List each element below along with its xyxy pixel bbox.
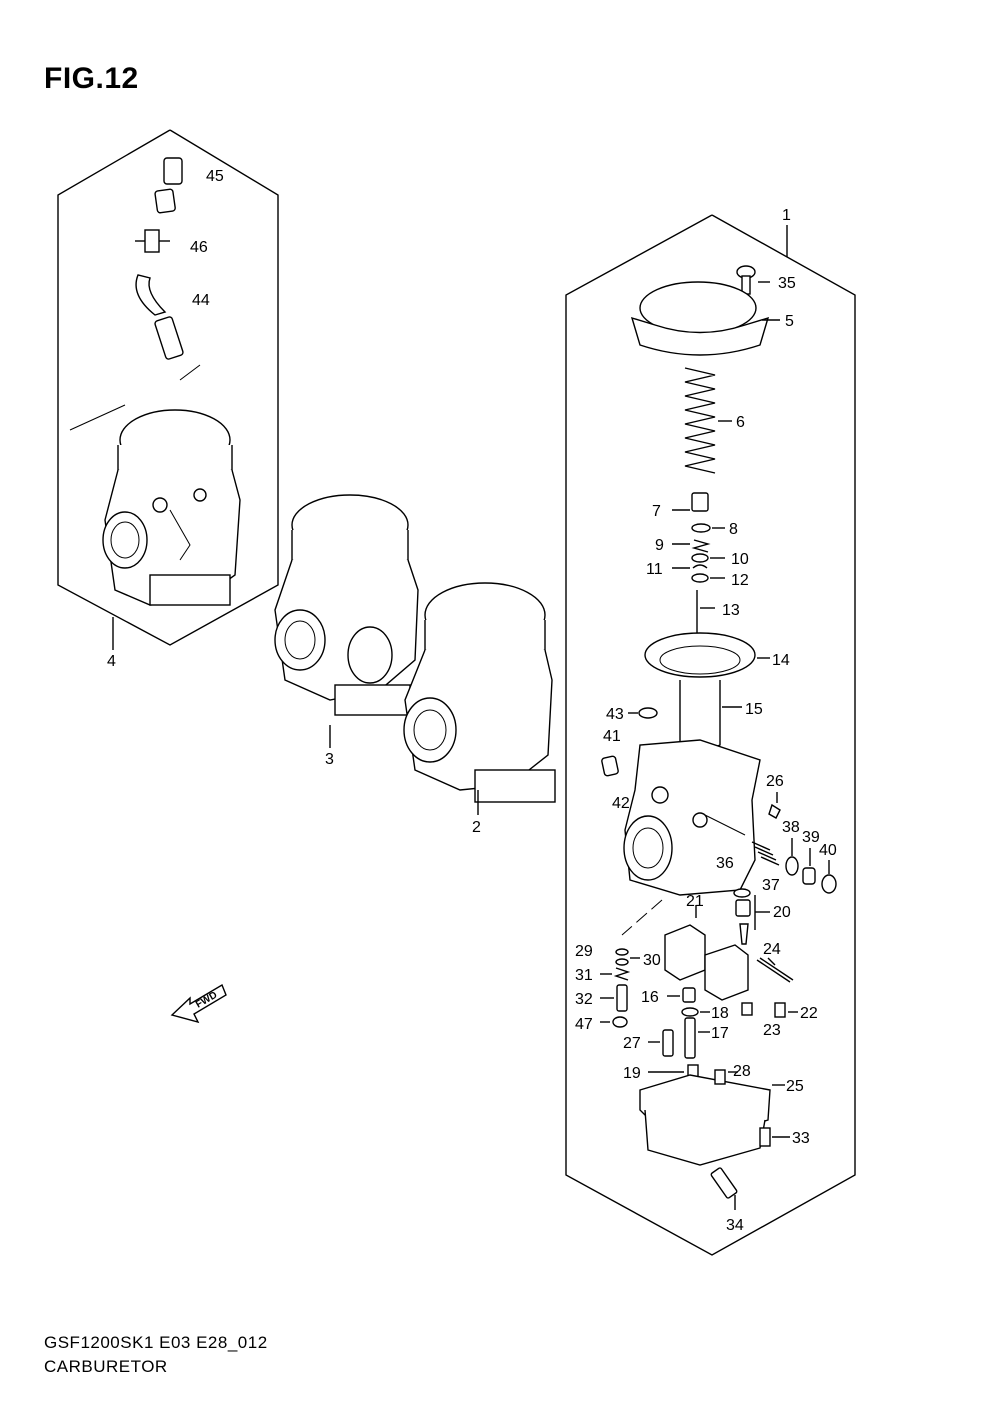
callout-26: 26 xyxy=(766,773,784,790)
float-lower-parts xyxy=(621,888,794,1001)
fwd-label: FWD xyxy=(194,990,219,1011)
callout-9: 9 xyxy=(655,537,664,554)
callout-24: 24 xyxy=(763,941,781,958)
callout-5: 5 xyxy=(785,313,794,330)
cap-41 xyxy=(601,755,619,777)
joint-46 xyxy=(135,229,170,253)
screw-35 xyxy=(736,265,770,295)
callout-35: 35 xyxy=(778,275,796,292)
callout-21: 21 xyxy=(686,893,704,910)
callout-44: 44 xyxy=(192,292,210,309)
callout-40: 40 xyxy=(819,842,837,859)
callout-47: 47 xyxy=(575,1016,593,1033)
callout-6: 6 xyxy=(736,414,745,431)
carburetor-assembly-4 xyxy=(69,364,241,606)
fitting-45 xyxy=(154,157,183,214)
hose-44 xyxy=(135,274,184,360)
callout-13: 13 xyxy=(722,602,740,619)
figure-name: CARBURETOR xyxy=(44,1357,168,1376)
figure-code: GSF1200SK1 E03 E28_012 xyxy=(44,1333,268,1352)
piston-valve-15 xyxy=(679,680,742,751)
callout-19: 19 xyxy=(623,1065,641,1082)
group-1-outline xyxy=(565,214,856,1256)
callout-28: 28 xyxy=(733,1063,751,1080)
washers-8-12 xyxy=(672,523,725,583)
callout-32: 32 xyxy=(575,991,593,1008)
callout-16: 16 xyxy=(641,989,659,1006)
bolts-22-23 xyxy=(741,1002,798,1018)
callout-18: 18 xyxy=(711,1005,729,1022)
callout-34: 34 xyxy=(726,1217,744,1234)
jets-16-19 xyxy=(648,987,710,1078)
needle-holder-7 xyxy=(672,492,709,512)
callout-39: 39 xyxy=(802,829,820,846)
callout-15: 15 xyxy=(745,701,763,718)
callout-10: 10 xyxy=(731,551,749,568)
callout-11: 11 xyxy=(646,561,663,578)
carburetor-3 xyxy=(274,494,419,748)
callout-22: 22 xyxy=(800,1005,818,1022)
callout-38: 38 xyxy=(782,819,800,836)
callout-3: 3 xyxy=(325,751,334,768)
figure-title: FIG.12 xyxy=(44,62,139,95)
callout-20: 20 xyxy=(773,904,791,921)
drain-screw-34 xyxy=(710,1167,738,1210)
screw-33 xyxy=(759,1127,790,1147)
callout-46: 46 xyxy=(190,239,208,256)
spring-6 xyxy=(684,367,732,474)
callout-36: 36 xyxy=(716,855,734,872)
callout-1: 1 xyxy=(782,207,791,224)
callout-33: 33 xyxy=(792,1130,810,1147)
fwd-arrow-icon: FWD xyxy=(170,983,227,1024)
group-4-outline xyxy=(57,129,279,650)
callout-42: 42 xyxy=(612,795,630,812)
callout-8: 8 xyxy=(729,521,738,538)
callout-17: 17 xyxy=(711,1025,729,1042)
callout-25: 25 xyxy=(786,1078,804,1095)
o-ring-43 xyxy=(628,707,658,719)
parts-26-40 xyxy=(751,792,837,894)
callout-45: 45 xyxy=(206,168,224,185)
callout-30: 30 xyxy=(643,952,661,969)
callout-labels: 45 46 44 4 3 2 1 35 5 6 7 8 9 10 11 12 1… xyxy=(107,168,837,1234)
callout-4: 4 xyxy=(107,653,116,670)
diaphragm-14 xyxy=(644,632,770,678)
callout-31: 31 xyxy=(575,967,593,984)
callout-27: 27 xyxy=(623,1035,641,1052)
callout-12: 12 xyxy=(731,572,749,589)
small-parts-left xyxy=(600,948,640,1028)
callout-37: 37 xyxy=(762,877,780,894)
callout-41: 41 xyxy=(603,728,621,745)
callout-14: 14 xyxy=(772,652,790,669)
callout-2: 2 xyxy=(472,819,481,836)
carburetor-body-1 xyxy=(623,739,761,896)
float-chamber-25 xyxy=(639,1069,785,1166)
callout-29: 29 xyxy=(575,943,593,960)
callout-7: 7 xyxy=(652,503,661,520)
top-cap-5 xyxy=(630,281,780,356)
carburetor-2 xyxy=(403,582,556,815)
callout-43: 43 xyxy=(606,706,624,723)
callout-23: 23 xyxy=(763,1022,781,1039)
